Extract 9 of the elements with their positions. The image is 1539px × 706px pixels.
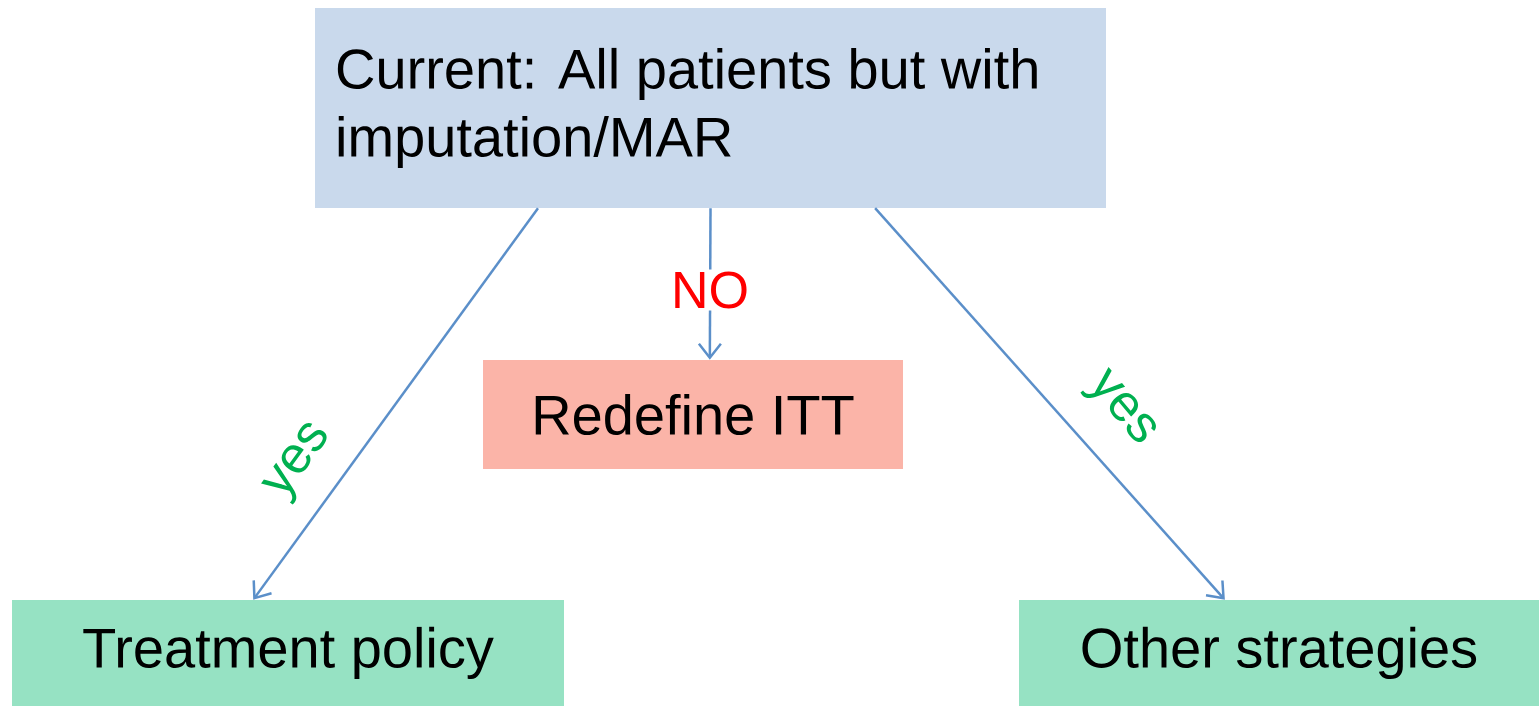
arrow xyxy=(874,207,1225,600)
process-box: Treatment policy xyxy=(12,600,564,706)
edge-label: yes xyxy=(1076,363,1164,457)
edge-label: NO xyxy=(669,269,751,311)
process-box: Other strategies xyxy=(1019,600,1539,706)
process-box: Current: All patients but with imputation/MAR xyxy=(315,8,1106,208)
edge-label: yes xyxy=(257,415,343,509)
process-box: Redefine ITT xyxy=(483,360,903,469)
arrow xyxy=(252,207,539,600)
